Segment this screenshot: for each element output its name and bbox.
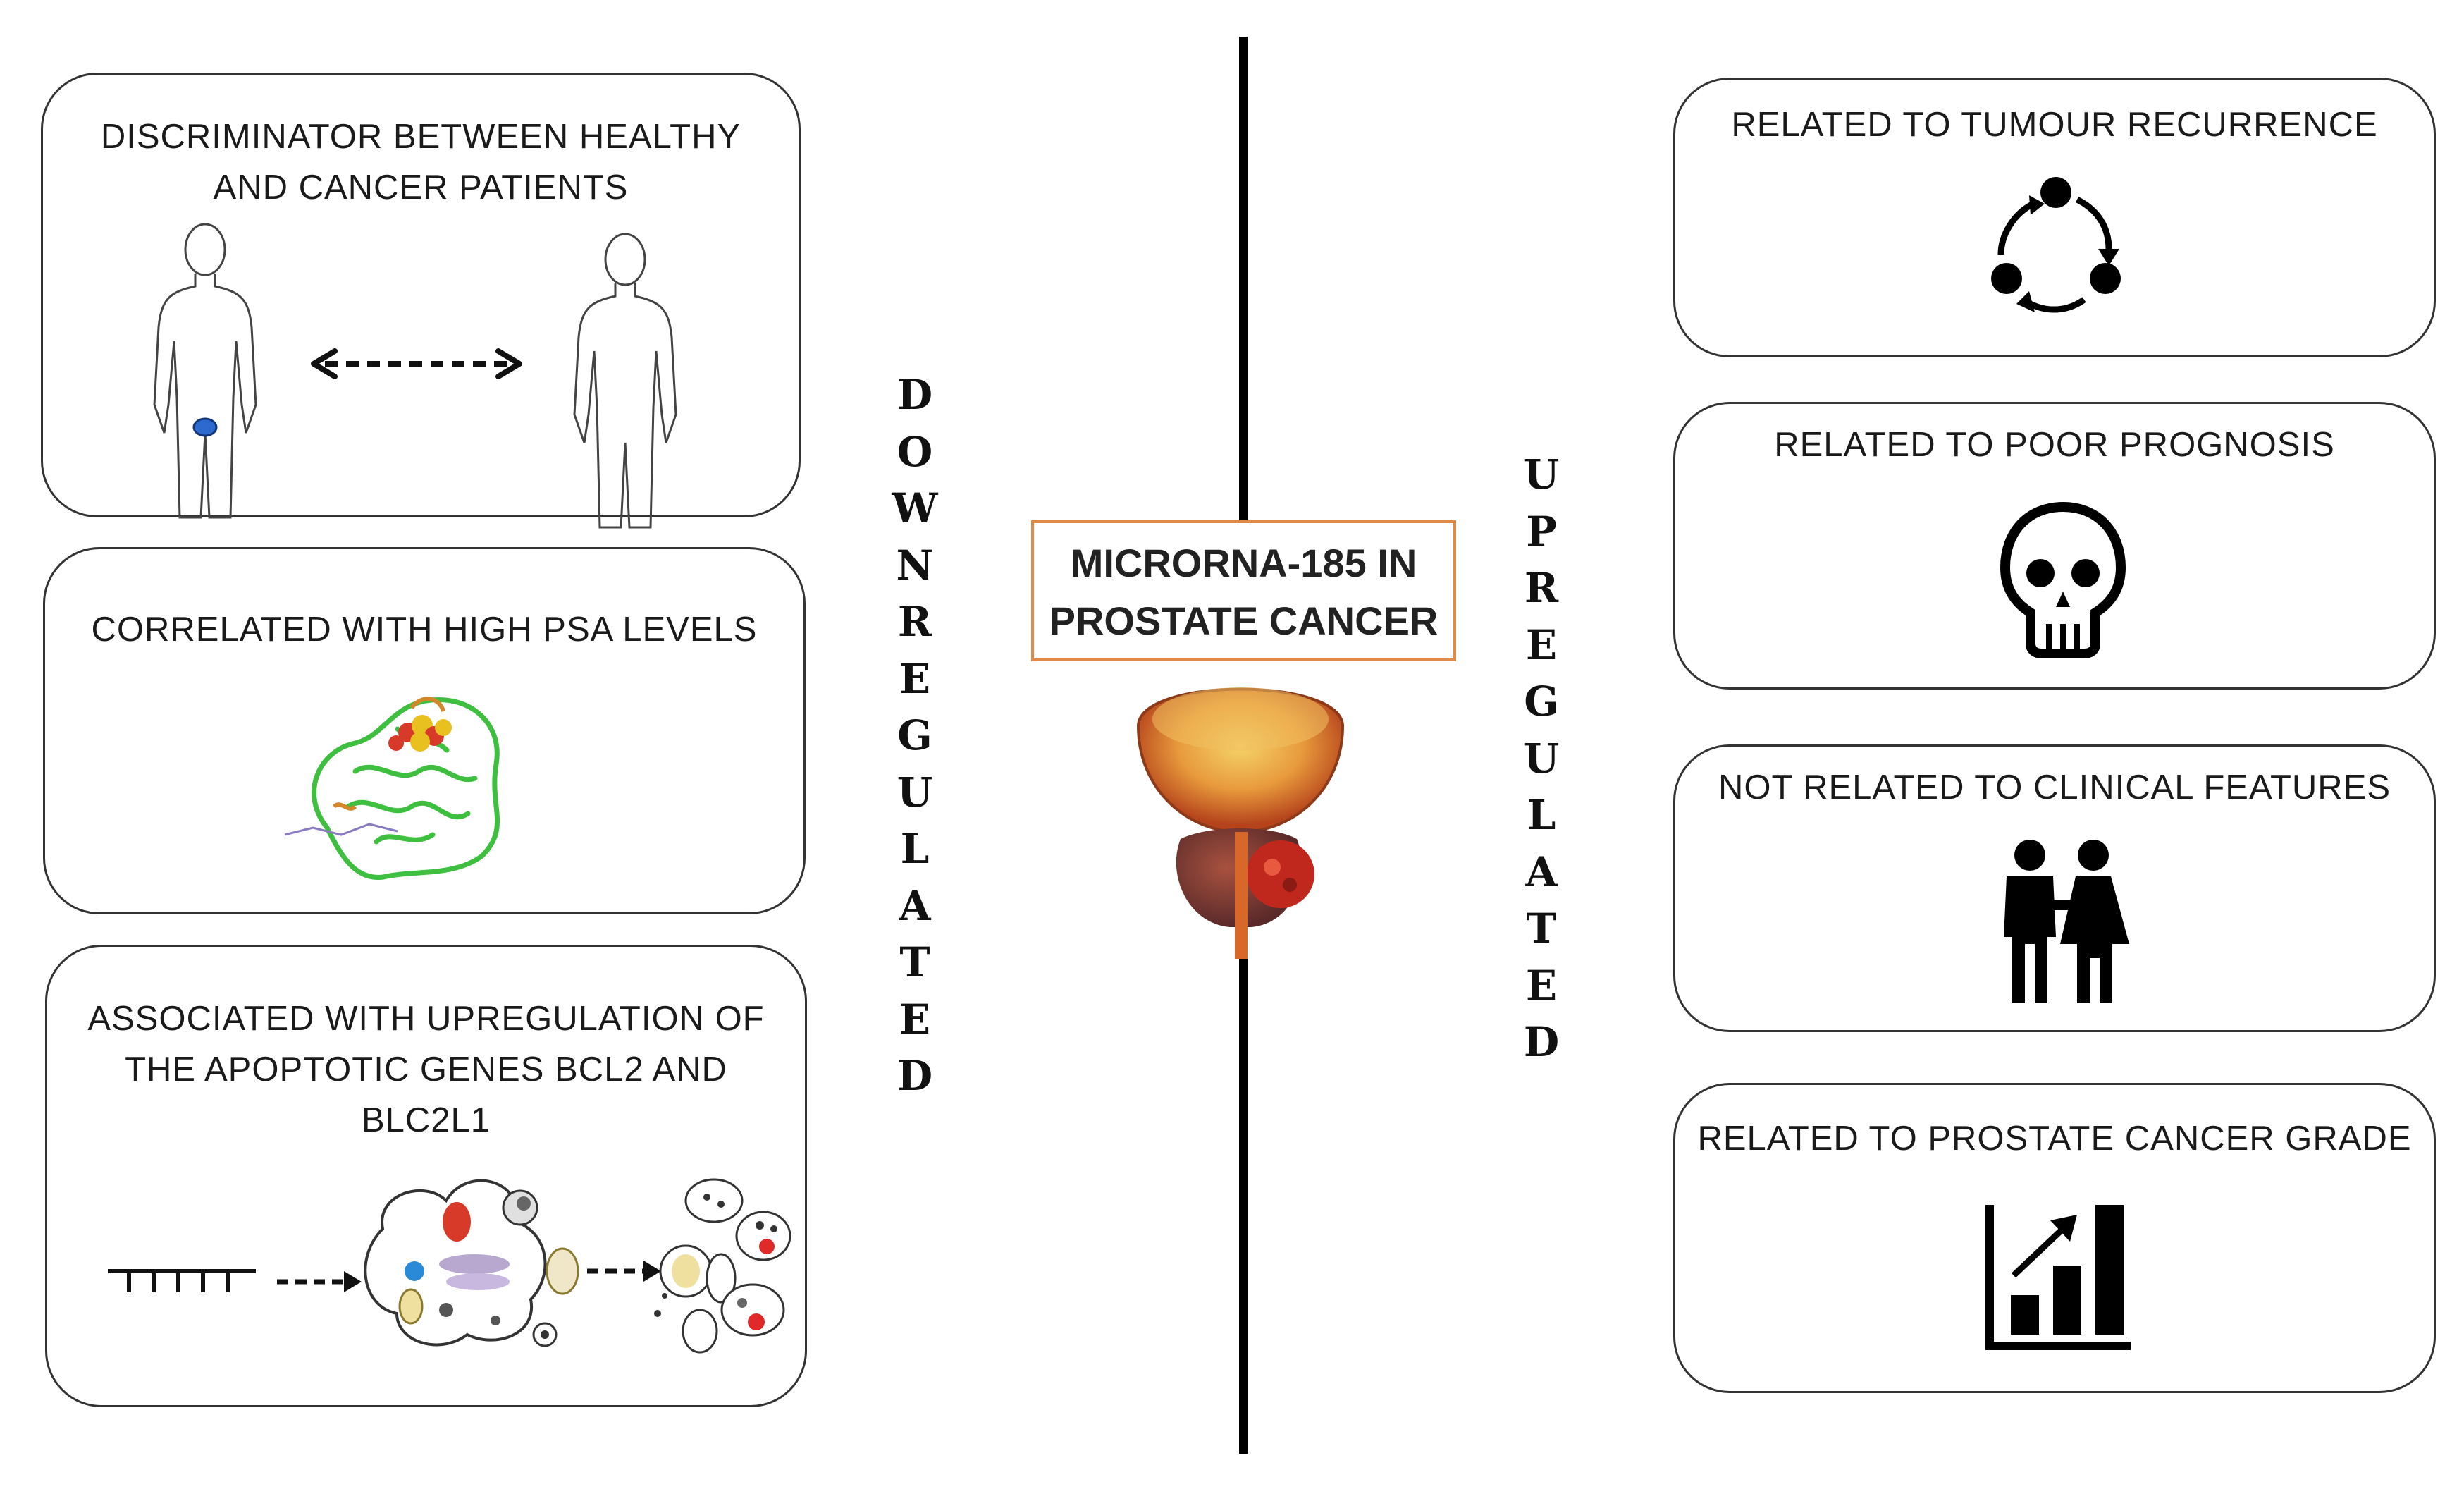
vertical-letter: N bbox=[896, 541, 934, 589]
box-text-line: THE APOPTOTIC GENES BCL2 AND bbox=[125, 1050, 727, 1089]
human-body-healthy-icon bbox=[573, 233, 677, 529]
vertical-letter: L bbox=[900, 825, 930, 873]
human-body-cancer-icon bbox=[153, 223, 257, 519]
cancer-grade-box: RELATED TO PROSTATE CANCER GRADE bbox=[1673, 1083, 2436, 1393]
vertical-letter: T bbox=[899, 938, 930, 986]
mirna-strand-icon bbox=[108, 1269, 256, 1292]
clinical-features-box: NOT RELATED TO CLINICAL FEATURES bbox=[1673, 744, 2436, 1032]
vertical-letter: T bbox=[1526, 905, 1557, 952]
center-divider-line-bottom bbox=[1239, 945, 1248, 1454]
healthy-vs-cancer-box: DISCRIMINATOR BETWEEN HEALTHY AND CANCER… bbox=[41, 73, 801, 529]
vertical-letter: L bbox=[1527, 791, 1556, 839]
title-box: MICRORNA-185 IN PROSTATE CANCER bbox=[1031, 520, 1456, 661]
vertical-letter: P bbox=[1526, 507, 1557, 556]
vertical-letter: U bbox=[1523, 451, 1560, 498]
vertical-letter: D bbox=[1523, 1018, 1560, 1066]
tumour-recurrence-box: RELATED TO TUMOUR RECURRENCE bbox=[1673, 78, 2436, 357]
box-text-line: RELATED TO PROSTATE CANCER GRADE bbox=[1697, 1120, 2412, 1158]
box-text-line: RELATED TO POOR PROGNOSIS bbox=[1774, 426, 2335, 464]
center-divider-line-top bbox=[1239, 37, 1248, 523]
bar-chart-growth-icon bbox=[1985, 1205, 2131, 1350]
prostate-illustration bbox=[1136, 687, 1345, 959]
vertical-letter: A bbox=[1525, 847, 1558, 896]
vertical-letter: E bbox=[1525, 620, 1558, 669]
couple-icon bbox=[2004, 840, 2129, 1003]
box-text-line: NOT RELATED TO CLINICAL FEATURES bbox=[1718, 768, 2391, 807]
box-text-line: DISCRIMINATOR BETWEEN HEALTHY bbox=[100, 118, 741, 156]
vertical-letter: R bbox=[897, 598, 932, 646]
vertical-letter: E bbox=[899, 995, 931, 1043]
box-text-line: AND CANCER PATIENTS bbox=[213, 168, 629, 207]
box-text-line: ASSOCIATED WITH UPREGULATION OF bbox=[87, 1000, 765, 1038]
recurrence-cycle-icon bbox=[1991, 177, 2121, 313]
vertical-letter: O bbox=[897, 427, 933, 476]
skull-icon bbox=[2000, 501, 2126, 658]
vertical-letter: W bbox=[892, 484, 938, 532]
psa-protein-structure-icon bbox=[284, 697, 500, 880]
vertical-letter: A bbox=[899, 881, 931, 930]
title-line-2: PROSTATE CANCER bbox=[1049, 599, 1439, 643]
comparison-arrow-icon bbox=[311, 348, 522, 379]
vertical-letter: E bbox=[899, 654, 931, 703]
vertical-letter: G bbox=[1524, 678, 1559, 725]
box-text-line: BLC2L1 bbox=[361, 1101, 491, 1139]
apoptosis-pathway-icon bbox=[108, 1178, 791, 1354]
box-text-line: CORRELATED WITH HIGH PSA LEVELS bbox=[91, 611, 758, 649]
vertical-letter: R bbox=[1524, 564, 1559, 612]
vertical-letter: U bbox=[897, 768, 933, 816]
box-text-line: RELATED TO TUMOUR RECURRENCE bbox=[1731, 106, 2378, 144]
vertical-letter: E bbox=[1525, 961, 1558, 1010]
poor-prognosis-box: RELATED TO POOR PROGNOSIS bbox=[1673, 402, 2436, 690]
title-line-1: MICRORNA-185 IN bbox=[1070, 541, 1417, 585]
vertical-letter: D bbox=[897, 1052, 933, 1100]
apoptotic-genes-box: ASSOCIATED WITH UPREGULATION OF THE APOP… bbox=[45, 945, 807, 1407]
psa-levels-box: CORRELATED WITH HIGH PSA LEVELS bbox=[43, 547, 806, 914]
vertical-letter: U bbox=[1523, 734, 1560, 783]
vertical-letter: G bbox=[897, 711, 932, 759]
vertical-letter: D bbox=[897, 371, 933, 419]
